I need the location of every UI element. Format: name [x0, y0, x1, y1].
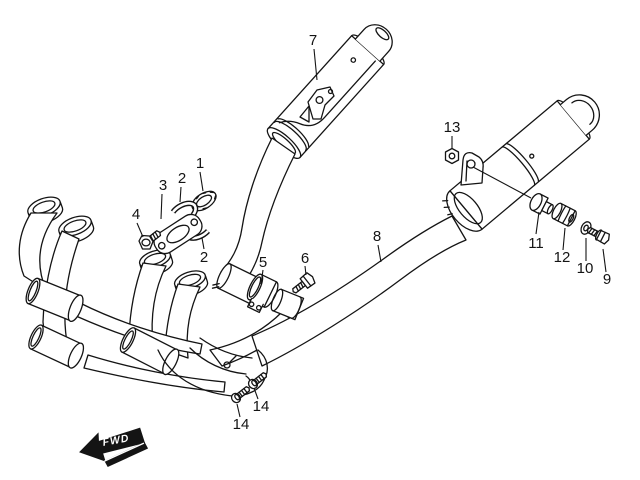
callout-7: 7	[309, 32, 317, 49]
callout-1: 1	[196, 155, 204, 172]
callout-10: 10	[577, 260, 594, 277]
exhaust-gasket	[191, 190, 217, 212]
clamp-half-upper	[170, 200, 199, 217]
header-flange-2	[58, 215, 95, 244]
rivet-hole	[529, 153, 535, 159]
callout-14b: 14	[233, 416, 250, 433]
callout-11: 11	[528, 235, 544, 252]
callout-6: 6	[301, 250, 309, 267]
callout-8: 8	[373, 228, 381, 245]
muffler-end-dome	[446, 190, 483, 232]
callout-2: 2	[178, 170, 186, 187]
fwd-label: FWD	[102, 432, 131, 448]
exhaust-flange	[153, 213, 203, 255]
fwd-arrow-body	[79, 427, 145, 462]
assembly-line	[472, 166, 532, 199]
mid-pipe-right	[251, 215, 467, 367]
callout-4: 4	[132, 206, 140, 223]
callout-13: 13	[444, 119, 461, 136]
callout-12: 12	[554, 249, 571, 266]
callout-2b: 2	[200, 249, 208, 266]
collector-screw	[247, 372, 268, 390]
muffler-upper-bracket	[299, 86, 335, 123]
mount-bushing	[551, 202, 577, 227]
mount-collar	[529, 193, 554, 215]
collector-screw	[230, 386, 251, 404]
exhaust-clamp	[246, 273, 279, 314]
slip-joint-c	[119, 327, 180, 376]
slip-joint-a	[25, 277, 84, 323]
muffler-lower-bracket	[460, 152, 484, 186]
flange-bolt	[138, 230, 162, 250]
link-pipe-1	[75, 302, 203, 355]
callout-3: 3	[159, 177, 167, 194]
weld-seam	[273, 118, 310, 152]
clamp-bolt	[292, 272, 316, 294]
fwd-arrow: FWD	[79, 427, 149, 468]
bracket-nut	[444, 147, 460, 165]
callouts: 1 2 3 4 2 5 6 7 8 9 10 11 12 13 14 14	[132, 32, 611, 433]
slip-joint-b	[28, 324, 85, 369]
rim-ticks	[442, 199, 453, 216]
callout-9: 9	[603, 271, 611, 288]
muffler-upper	[266, 24, 393, 159]
mount-bolt	[587, 226, 610, 245]
shield-seam	[501, 143, 540, 187]
muffler-lower	[442, 94, 600, 232]
rivet-hole	[350, 57, 357, 63]
leader-lines	[136, 48, 607, 418]
joint-sleeve-right	[270, 288, 305, 321]
shield-seam	[278, 60, 376, 127]
callout-5: 5	[259, 254, 267, 271]
callout-14a: 14	[253, 398, 270, 415]
screw-hole	[223, 361, 231, 369]
muffler-outlet	[375, 27, 390, 41]
